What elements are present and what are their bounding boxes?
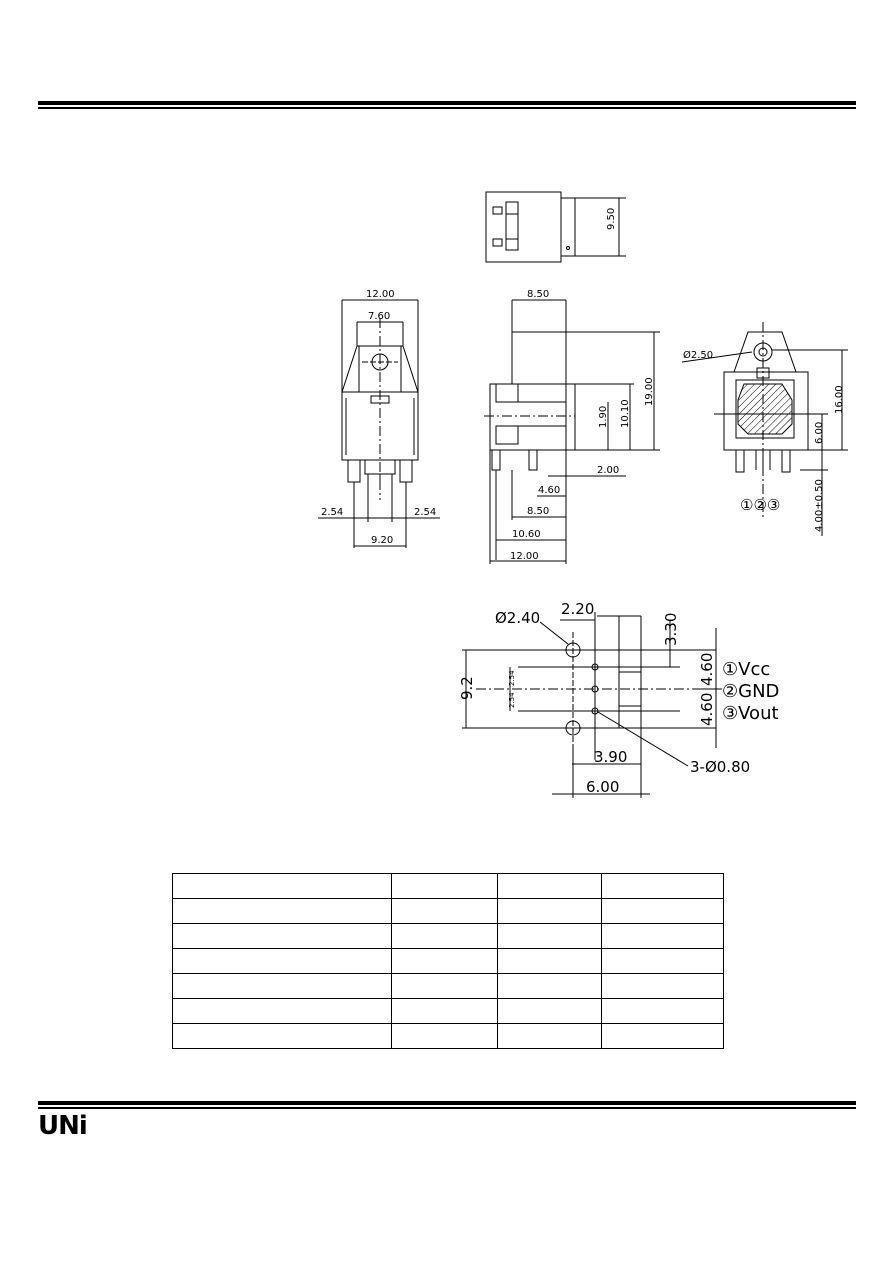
table-row	[172, 923, 724, 949]
back-center-dim: 6.00	[814, 422, 825, 444]
pin-label-vcc: ①Vcc	[722, 659, 770, 680]
fp-pitch-bottom-dim: 2.54	[508, 692, 516, 708]
table-row	[172, 1023, 724, 1049]
table-row	[172, 998, 724, 1024]
front-view: 12.00 7.60 2.54 2.54 9.20	[318, 289, 440, 548]
side-pin-to-front-dim: 10.60	[512, 529, 541, 540]
back-hole-dia-dim: Ø2.50	[683, 349, 713, 361]
back-height-dim: 16.00	[834, 385, 845, 414]
header-rule-thick	[38, 101, 856, 105]
pin-label-gnd: ②GND	[722, 681, 779, 702]
front-pin-span-dim: 9.20	[371, 535, 393, 546]
fp-pitch-top-dim: 2.54	[508, 670, 516, 686]
front-pitch-left-dim: 2.54	[321, 507, 343, 518]
fp-half-bottom-dim: 4.60	[698, 693, 716, 726]
side-total-height-dim: 19.00	[644, 377, 655, 406]
table-row	[172, 873, 724, 899]
side-mid-width-dim: 8.50	[527, 506, 549, 517]
pcb-footprint: 9.2 2.54 2.54 2.20 3.30 4.60 4.60 Ø2.40 …	[458, 600, 779, 798]
side-body-height-dim: 10.10	[620, 399, 631, 428]
fp-pin-offset-dim: 2.20	[561, 600, 594, 618]
side-top-width-dim: 8.50	[527, 289, 549, 300]
fp-hole-to-edge-dim: 6.00	[586, 778, 619, 796]
table-row	[172, 948, 724, 974]
footer-rule-thin	[38, 1107, 856, 1109]
front-width-dim: 12.00	[366, 289, 395, 300]
header-rule-thin	[38, 107, 856, 109]
footer-rule-thick	[38, 1101, 856, 1105]
company-logo: UNi	[38, 1111, 88, 1141]
top-height-dim: 9.50	[606, 208, 617, 230]
front-top-width-dim: 7.60	[368, 311, 390, 322]
fp-mount-hole-dim: Ø2.40	[495, 609, 540, 627]
back-pin-length-dim: 4.00±0.50	[814, 479, 825, 532]
table-row	[172, 898, 724, 924]
spec-table	[172, 873, 724, 1049]
side-depth-dim: 12.00	[510, 551, 539, 562]
table-row	[172, 973, 724, 999]
pin-label-vout: ③Vout	[722, 703, 779, 724]
side-offset-dim: 1.90	[598, 406, 609, 428]
fp-pin-hole-dim: 3-Ø0.80	[690, 758, 750, 776]
front-pitch-right-dim: 2.54	[414, 507, 436, 518]
back-view: Ø2.50 16.00 6.00 4.00±0.50 ①②③	[681, 322, 848, 536]
top-view: 9.50	[485, 191, 626, 263]
fp-top-offset-dim: 3.30	[662, 613, 680, 646]
side-pin-offset-dim: 4.60	[538, 485, 560, 496]
fp-pin-to-edge-dim: 3.90	[594, 748, 627, 766]
fp-half-top-dim: 4.60	[698, 653, 716, 686]
fp-total-width-dim: 9.2	[458, 676, 476, 700]
side-pin-length-dim: 2.00	[597, 465, 619, 476]
side-view: 8.50 19.00 10.10 1.90 2.00 4.60 8.50 10.…	[484, 289, 660, 564]
back-pin-numbers: ①②③	[740, 496, 780, 514]
